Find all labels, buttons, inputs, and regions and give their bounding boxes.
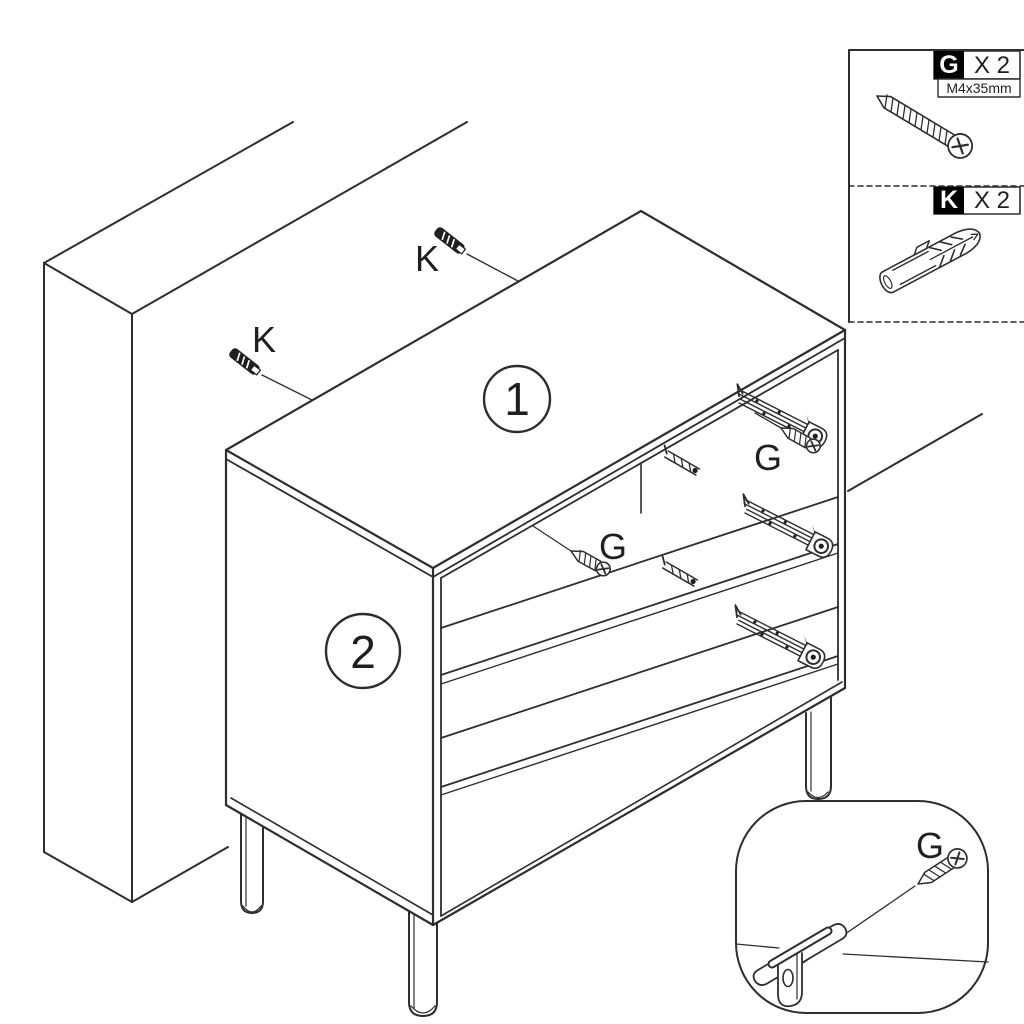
- part-code-badge: [934, 51, 964, 79]
- step-badge-1: 1: [482, 364, 552, 434]
- step-badge-2: 2: [324, 612, 402, 690]
- wall-plug-icon: [879, 228, 981, 294]
- mounting-bracket-icon: [752, 923, 848, 1008]
- callout-k-left-label: K: [252, 319, 276, 360]
- detail-screw-label: G: [916, 825, 944, 866]
- part-code-plug: K: [940, 186, 958, 214]
- part-qty-screw: X 2: [974, 52, 1010, 79]
- callout-k-left: K: [226, 319, 313, 401]
- part-size-screw: M4x35mm: [946, 80, 1011, 96]
- part-code-screw: G: [939, 51, 958, 79]
- parts-box-plug-row: K X 2: [879, 186, 1021, 294]
- callout-g-top: G: [754, 412, 824, 478]
- cabinet-legs: [240, 696, 832, 1017]
- callout-g-mid: G: [532, 525, 627, 580]
- part-qty-plug: X 2: [974, 187, 1010, 214]
- screw-icon: [917, 848, 968, 885]
- step-2-number: 2: [350, 626, 376, 678]
- wall: [43, 121, 983, 903]
- detail-inset: G: [735, 800, 989, 1014]
- part-code-badge: [934, 187, 964, 214]
- callout-k-top-label: K: [415, 238, 439, 279]
- step-1-number: 1: [504, 373, 530, 425]
- parts-box-screw-row: G X 2 M4x35mm: [876, 50, 1021, 159]
- screw-icon: [876, 94, 974, 159]
- callout-k-top: K: [415, 224, 519, 282]
- parts-box: G X 2 M4x35mm K X 2: [848, 49, 1024, 323]
- drawer-rail-boards: [440, 496, 839, 796]
- wall-bottom-edge: [847, 413, 983, 492]
- callout-g-top-label: G: [754, 437, 782, 478]
- callout-g-mid-label: G: [599, 526, 627, 567]
